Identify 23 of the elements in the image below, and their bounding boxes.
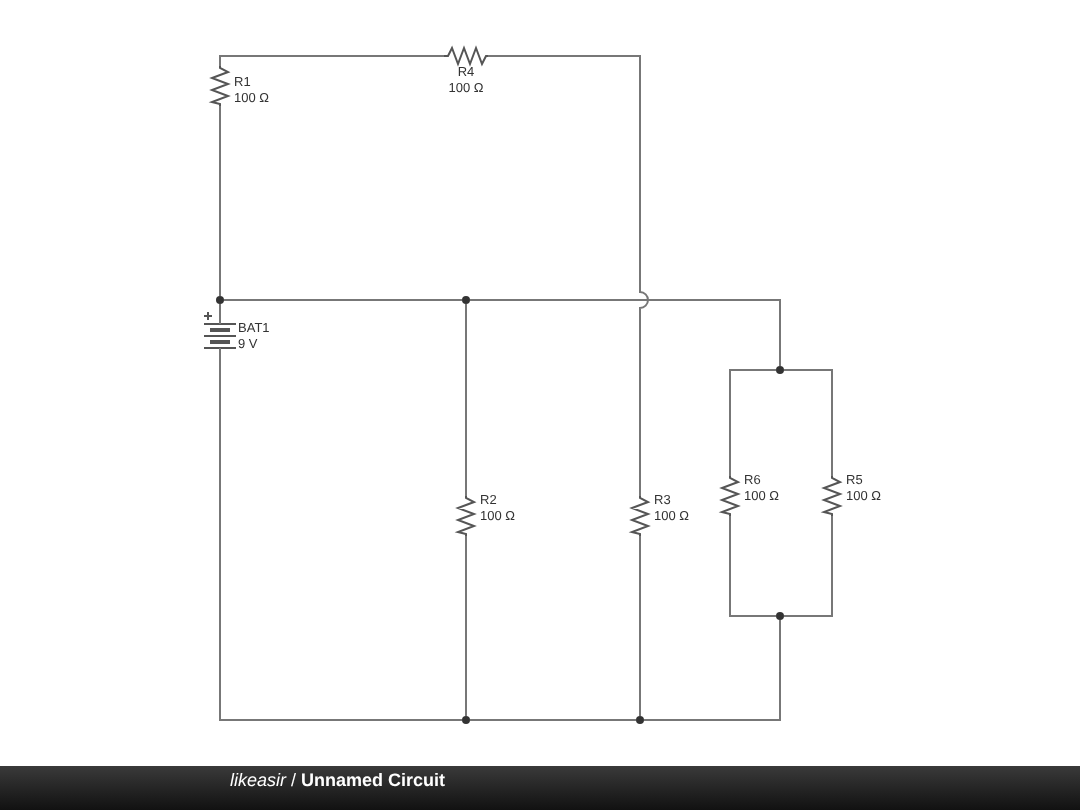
junction-dot: [462, 716, 470, 724]
wire: [729, 515, 777, 617]
wire: [729, 369, 777, 477]
wire: [783, 369, 833, 477]
junction-dot: [776, 366, 784, 374]
wire: [643, 619, 781, 721]
wire: [219, 105, 221, 297]
junction-dot: [216, 296, 224, 304]
wire: [783, 515, 833, 617]
wire: [219, 303, 221, 311]
junction-dot: [462, 296, 470, 304]
wire: [219, 55, 445, 67]
wire: [639, 535, 641, 717]
wire: [469, 719, 637, 721]
wire: [465, 535, 467, 717]
wire: [219, 355, 463, 721]
wire: [487, 55, 649, 497]
junction-dot: [636, 716, 644, 724]
circuit-title: likeasir / Unnamed Circuit: [230, 770, 446, 790]
wire: [465, 303, 467, 497]
wire: [223, 299, 463, 301]
wire: [469, 299, 781, 367]
junction-dot: [776, 612, 784, 620]
